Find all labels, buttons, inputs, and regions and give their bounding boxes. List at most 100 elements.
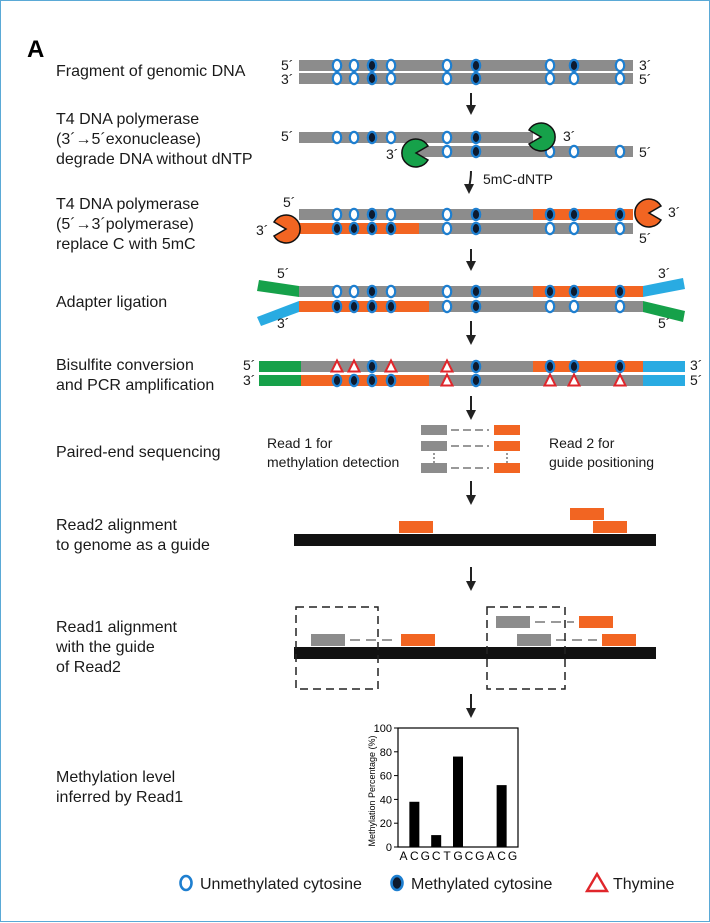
sequence-base-label: C (410, 849, 419, 863)
methylated-cytosine (366, 359, 378, 374)
thymine-base (439, 358, 455, 373)
methylated-cytosine (544, 284, 556, 299)
highlight-box (486, 606, 566, 690)
read2 (579, 616, 613, 628)
unmethylated-cytosine (441, 58, 453, 73)
sequence-base-label: C (432, 849, 441, 863)
methylation-bar (409, 801, 420, 847)
sequence-base-label: G (475, 849, 484, 863)
end-label: 5´ (639, 144, 651, 160)
end-label: 5´ (658, 315, 670, 331)
step-5-label: Bisulfite conversion and PCR amplificati… (56, 357, 214, 394)
y-tick-label: 80 (380, 747, 392, 759)
adapter-blue (643, 361, 685, 372)
genome (294, 534, 656, 546)
read1 (517, 634, 551, 646)
unmethylated-cytosine (441, 284, 453, 299)
unmethylated-cytosine (441, 144, 453, 159)
adapter-blue (643, 375, 685, 386)
unmethylated-cytosine (544, 299, 556, 314)
methylated-cytosine (366, 130, 378, 145)
methylation-chart: Methylation Percentage (%) 020406080100 … (367, 723, 519, 863)
end-label: 3´ (256, 222, 268, 238)
methylated-cytosine (470, 58, 482, 73)
unmethylated-cytosine (331, 207, 343, 222)
bottom-strand (411, 146, 633, 157)
methylation-bar (496, 785, 507, 847)
methylated-cytosine (568, 58, 580, 73)
thymine-base (439, 372, 455, 387)
methylated-cytosine-icon (390, 874, 404, 892)
adapter-green (257, 280, 299, 297)
unmethylated-cytosine (385, 130, 397, 145)
flow-arrow (466, 249, 476, 271)
methylated-cytosine (385, 221, 397, 236)
end-label: 3´ (690, 357, 702, 373)
flow-arrow (466, 93, 476, 115)
read2 (494, 463, 520, 473)
end-label: 3´ (386, 146, 398, 162)
y-tick-label: 20 (380, 818, 392, 830)
methylated-cytosine (385, 299, 397, 314)
flow-arrow (464, 170, 474, 194)
unmethylated-cytosine (614, 299, 626, 314)
flow-arrow (466, 396, 476, 420)
unmethylated-cytosine (568, 221, 580, 236)
read2-caption: Read 2 for guide positioning (549, 435, 654, 470)
thymine-icon (584, 871, 610, 893)
polymerase-icon (634, 198, 663, 228)
thymine-base (346, 358, 362, 373)
unmethylated-cytosine (385, 284, 397, 299)
methylated-cytosine (348, 299, 360, 314)
bars (409, 756, 507, 847)
methylated-cytosine (470, 130, 482, 145)
unmethylated-cytosine (331, 58, 343, 73)
unmethylated-cytosine (614, 71, 626, 86)
end-label: 5´ (277, 265, 289, 281)
unmethylated-cytosine (568, 299, 580, 314)
bottom-strand (299, 73, 633, 84)
unmethylated-cytosine (568, 144, 580, 159)
step-1-cytosines (331, 58, 626, 86)
thymine-base (383, 358, 399, 373)
end-label: 5´ (639, 230, 651, 246)
methylated-cytosine (568, 359, 580, 374)
legend-unmethylated: Unmethylated cytosine (200, 876, 362, 893)
unmethylated-cytosine (331, 284, 343, 299)
read2-alignment (294, 508, 656, 546)
flow-arrow (466, 481, 476, 505)
step-9-label: Methylation level inferred by Read1 (56, 769, 183, 806)
unmethylated-cytosine (331, 71, 343, 86)
read1-caption: Read 1 for methylation detection (267, 435, 399, 470)
methylated-cytosine (568, 284, 580, 299)
flow-arrow (466, 694, 476, 718)
unmethylated-cytosine (568, 71, 580, 86)
methylated-cytosine (470, 207, 482, 222)
sequence-base-label: A (399, 849, 407, 863)
methylated-cytosine (614, 359, 626, 374)
read1 (421, 441, 447, 451)
end-label: 5´ (281, 57, 293, 73)
sequence-base-label: G (453, 849, 462, 863)
exonuclease-dna (299, 132, 633, 157)
methylated-cytosine (366, 221, 378, 236)
step-1-label: Fragment of genomic DNA (56, 63, 246, 80)
unmethylated-cytosine (441, 71, 453, 86)
step-3-label: T4 DNA polymerase (5´→3´polymerase) repl… (56, 196, 204, 253)
read2 (570, 508, 604, 520)
adapter-blue (643, 278, 685, 297)
unmethylated-cytosine (441, 221, 453, 236)
unmethylated-cytosine (441, 130, 453, 145)
methylated-cytosine (544, 359, 556, 374)
top-strand (299, 60, 633, 71)
legend-thymine: Thymine (613, 876, 674, 893)
new-synthesis (533, 361, 643, 372)
unmethylated-cytosine (544, 221, 556, 236)
highlight-box (295, 606, 379, 690)
end-label: 5´ (281, 128, 293, 144)
methylated-cytosine (366, 373, 378, 388)
sequence-base-label: C (497, 849, 506, 863)
y-tick-label: 60 (380, 771, 392, 783)
read2 (494, 441, 520, 451)
new-synthesis (299, 301, 429, 312)
